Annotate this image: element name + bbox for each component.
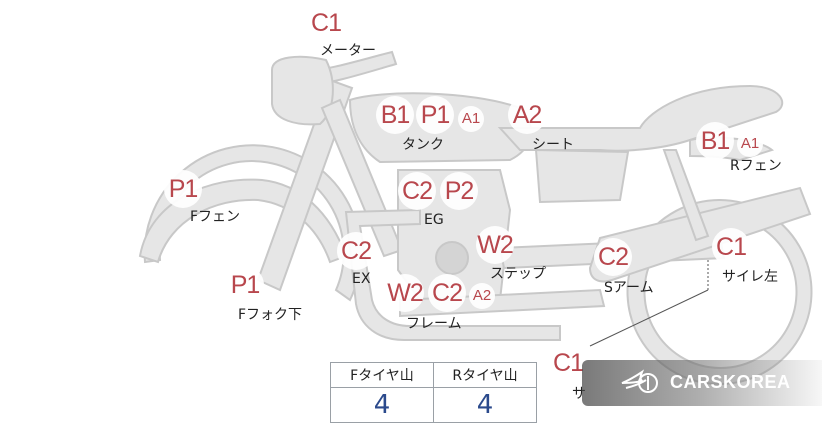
grade-badge-silencer-right: C1 — [549, 344, 587, 382]
watermark-text: CARSKOREA — [670, 372, 791, 392]
part-label-tank: タンク — [402, 137, 444, 153]
headlight — [271, 55, 334, 126]
seat — [497, 84, 784, 152]
grade-badge-tank-a1: A1 — [458, 106, 484, 132]
front-wheel — [143, 144, 362, 302]
part-label-swing-arm: Sアーム — [604, 280, 654, 296]
part-label-engine: EG — [424, 212, 444, 228]
grade-badge-step: W2 — [476, 226, 514, 264]
carskorea-watermark: CARSKOREA — [582, 360, 822, 406]
part-label-exhaust: EX — [352, 271, 371, 287]
grade-badge-ffender: P1 — [164, 170, 202, 208]
side-cover — [534, 148, 630, 204]
grade-badge-exhaust: C2 — [337, 232, 375, 270]
part-label-front-fork: Fフォク下 — [238, 307, 303, 323]
rear-tire-tread-value: 4 — [433, 387, 537, 423]
rear-tire-tread-header: Rタイヤ山 — [433, 362, 537, 388]
flame-logo-icon — [621, 369, 658, 393]
part-label-silencer-left: サイレ左 — [722, 269, 778, 285]
part-label-front-fender: Fフェン — [190, 209, 241, 225]
grade-badge-seat: A2 — [508, 96, 546, 134]
front-tire-tread-header: Fタイヤ山 — [330, 362, 434, 388]
grade-badge-meter: C1 — [307, 4, 345, 42]
part-label-frame: フレーム — [406, 316, 462, 332]
exhaust — [344, 208, 561, 341]
part-label-seat: シート — [532, 137, 574, 153]
grade-badge-swingarm: C2 — [594, 238, 632, 276]
grade-badge-rfender-a1: A1 — [737, 131, 763, 157]
grade-badge-silencer-left: C1 — [712, 228, 750, 266]
part-label-step: ステップ — [490, 266, 546, 282]
grade-badge-rfender-b1: B1 — [696, 122, 734, 160]
front-fork — [256, 78, 354, 292]
grade-badge-frame-w2: W2 — [386, 274, 424, 312]
grade-badge-tank-b1: B1 — [376, 96, 414, 134]
grade-badge-tank-p1: P1 — [416, 96, 454, 134]
grade-badge-frame-a2: A2 — [469, 283, 495, 309]
part-label-rear-fender: Rフェン — [730, 158, 782, 174]
tire-tread-table: Fタイヤ山 Rタイヤ山 4 4 — [330, 362, 537, 423]
grade-badge-eg-c2: C2 — [398, 172, 436, 210]
grade-badge-eg-p2: P2 — [440, 172, 478, 210]
grade-badge-frame-c2: C2 — [428, 274, 466, 312]
front-tire-tread-value: 4 — [330, 387, 434, 423]
part-label-meter: メーター — [320, 43, 376, 59]
rear-shock — [662, 149, 710, 242]
grade-badge-ffork: P1 — [226, 266, 264, 304]
